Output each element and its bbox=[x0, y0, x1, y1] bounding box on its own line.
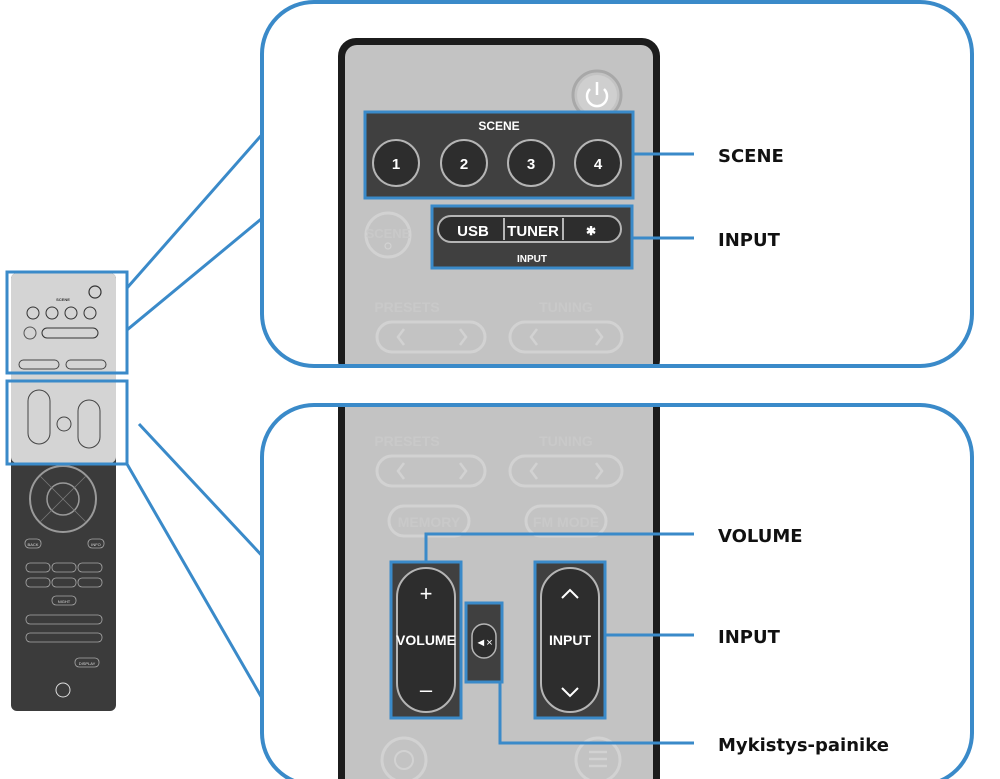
volume-plus-icon: + bbox=[420, 581, 433, 606]
scene-button-4[interactable] bbox=[574, 139, 622, 187]
volume-label: VOLUME bbox=[396, 632, 456, 648]
volume-rocker[interactable] bbox=[396, 567, 456, 713]
zoom-connectors bbox=[125, 129, 268, 706]
small-remote: SCENE BACK INFO NIGHT DISPL bbox=[11, 273, 116, 711]
scene-button-3[interactable] bbox=[507, 139, 555, 187]
input-rocker[interactable] bbox=[540, 567, 600, 713]
presets-rocker-bottom[interactable] bbox=[375, 454, 487, 488]
settings-button[interactable] bbox=[380, 736, 428, 779]
callout-input-bottom: INPUT bbox=[718, 627, 781, 648]
input-selector-bar bbox=[437, 215, 622, 243]
fm-mode-label: FM MODE bbox=[533, 514, 599, 530]
small-remote-top-panel bbox=[11, 273, 116, 463]
scene-label: SCENE bbox=[478, 119, 519, 133]
option-button[interactable] bbox=[574, 736, 622, 779]
small-night-label: NIGHT bbox=[58, 599, 71, 604]
memory-button[interactable] bbox=[387, 504, 471, 538]
scene-button-1-label: 1 bbox=[392, 156, 400, 173]
tuning-rocker-bottom[interactable] bbox=[508, 454, 624, 488]
tuning-label-bottom: TUNING bbox=[539, 433, 593, 449]
presets-label-top: PRESETS bbox=[374, 299, 439, 315]
input-up-icon bbox=[561, 588, 579, 599]
scene-buttons: 1 2 3 4 bbox=[372, 139, 622, 187]
small-highlight-bottom bbox=[5, 379, 129, 466]
callout-input-top: INPUT bbox=[718, 230, 781, 251]
scene-side-button[interactable] bbox=[364, 211, 412, 259]
scene-button-2-label: 2 bbox=[460, 156, 468, 173]
menu-icon bbox=[589, 750, 607, 768]
presets-label-bottom: PRESETS bbox=[374, 433, 439, 449]
input-down-icon bbox=[561, 687, 579, 698]
small-power-icon bbox=[88, 285, 102, 299]
small-scene-label: SCENE bbox=[56, 297, 70, 302]
top-zoom-panel: SCENE 1 2 3 4 SCENE USB TUNER ✱ INPUT PR… bbox=[262, 2, 972, 366]
tuning-rocker-top[interactable] bbox=[508, 320, 624, 354]
power-icon bbox=[585, 82, 609, 108]
callout-scene: SCENE bbox=[718, 146, 784, 167]
top-zoom-frame bbox=[260, 0, 974, 368]
volume-minus-icon: – bbox=[420, 677, 433, 702]
callout-mute: Mykistys-painike bbox=[718, 735, 889, 756]
tuning-label-top: TUNING bbox=[539, 299, 593, 315]
fm-mode-button[interactable] bbox=[524, 504, 608, 538]
bottom-zoom-frame bbox=[260, 403, 974, 779]
callout-volume: VOLUME bbox=[718, 526, 803, 547]
input-rocker-label: INPUT bbox=[549, 632, 591, 648]
scene-button-2[interactable] bbox=[440, 139, 488, 187]
scene-side-label: SCENE bbox=[366, 226, 411, 241]
small-highlight-top bbox=[5, 270, 129, 375]
small-display-label: DISPLAY bbox=[79, 661, 96, 666]
small-info-label: INFO bbox=[91, 542, 101, 547]
small-dpad bbox=[29, 465, 97, 533]
bottom-zoom-panel: PRESETS TUNING MEMORY FM MODE + VOLUME –… bbox=[262, 405, 972, 779]
scene-button-1[interactable] bbox=[372, 139, 420, 187]
memory-label: MEMORY bbox=[398, 514, 461, 530]
gear-icon-small bbox=[384, 242, 392, 250]
bluetooth-icon: ✱ bbox=[586, 224, 596, 238]
scene-button-4-label: 4 bbox=[594, 156, 603, 173]
usb-label: USB bbox=[457, 223, 489, 240]
mute-icon: ◄× bbox=[475, 637, 492, 649]
tuner-label: TUNER bbox=[507, 223, 559, 240]
small-back-label: BACK bbox=[28, 542, 39, 547]
gear-icon bbox=[394, 750, 414, 770]
presets-rocker-top[interactable] bbox=[375, 320, 487, 354]
mute-button[interactable] bbox=[471, 623, 497, 659]
small-logo-icon bbox=[55, 682, 71, 698]
input-label-top: INPUT bbox=[517, 254, 547, 265]
scene-button-3-label: 3 bbox=[527, 156, 535, 173]
